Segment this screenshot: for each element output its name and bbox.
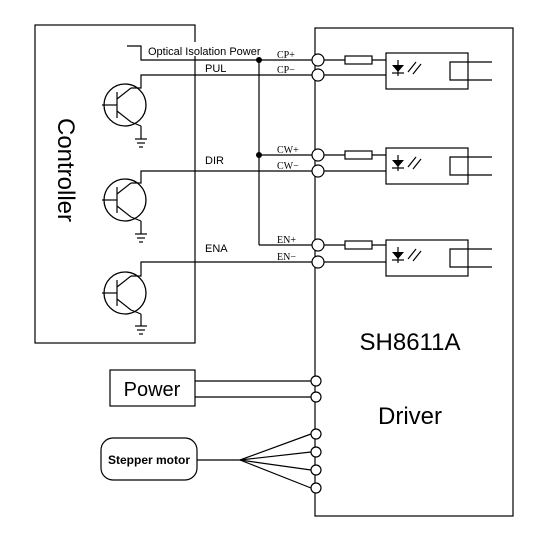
motor-label: Stepper motor [108,453,190,467]
power-terminal [310,391,322,403]
motor-box [100,437,198,481]
junction-dot [256,57,262,63]
motor-terminal [310,428,322,440]
signal-terminals [311,53,325,269]
terminal-circle [311,164,325,178]
motor-terminal [310,464,322,476]
controller-label: Controller [52,118,79,222]
terminal-cp-plus: CP+ [277,50,295,61]
transistor-1 [102,74,318,148]
controller-box [34,24,196,344]
resistor [344,150,373,160]
optical-power-wire: Optical Isolation Power [127,42,318,246]
terminal-circle [311,255,325,269]
power-box [109,369,196,407]
dir-label: DIR [205,155,224,167]
optocoupler-box [385,52,469,90]
optocoupler-channel-3 [324,239,492,277]
power-label: Power [124,379,181,401]
optocoupler-channel-2 [324,147,492,185]
terminal-cw-minus: CW− [277,161,299,172]
motor-terminal [310,482,322,494]
optical-power-label: Optical Isolation Power [148,46,261,58]
junction-dot [256,152,262,158]
optocoupler-channel-1 [324,52,492,90]
transistor-3 [102,261,318,335]
pul-label: PUL [205,63,226,75]
optocoupler-box [385,147,469,185]
terminal-circle [311,238,325,252]
motor-terminal [310,446,322,458]
ena-label: ENA [205,243,228,255]
terminal-en-plus: EN+ [277,235,296,246]
terminal-cw-plus: CW+ [277,145,299,156]
motor-block: Stepper motor [100,428,322,494]
terminal-circle [311,53,325,67]
terminal-en-minus: EN− [277,252,296,263]
power-terminal [310,375,322,387]
optocoupler-box [385,239,469,277]
driver-model: SH8611A [360,329,461,356]
terminal-cp-minus: CP− [277,65,295,76]
controller-block: Controller [34,24,196,344]
terminal-circle [311,148,325,162]
terminal-circle [311,68,325,82]
resistor [344,240,373,250]
resistor [344,55,373,65]
transistor-2 [102,170,318,243]
power-block: Power [109,369,322,407]
driver-label: Driver [378,403,442,430]
